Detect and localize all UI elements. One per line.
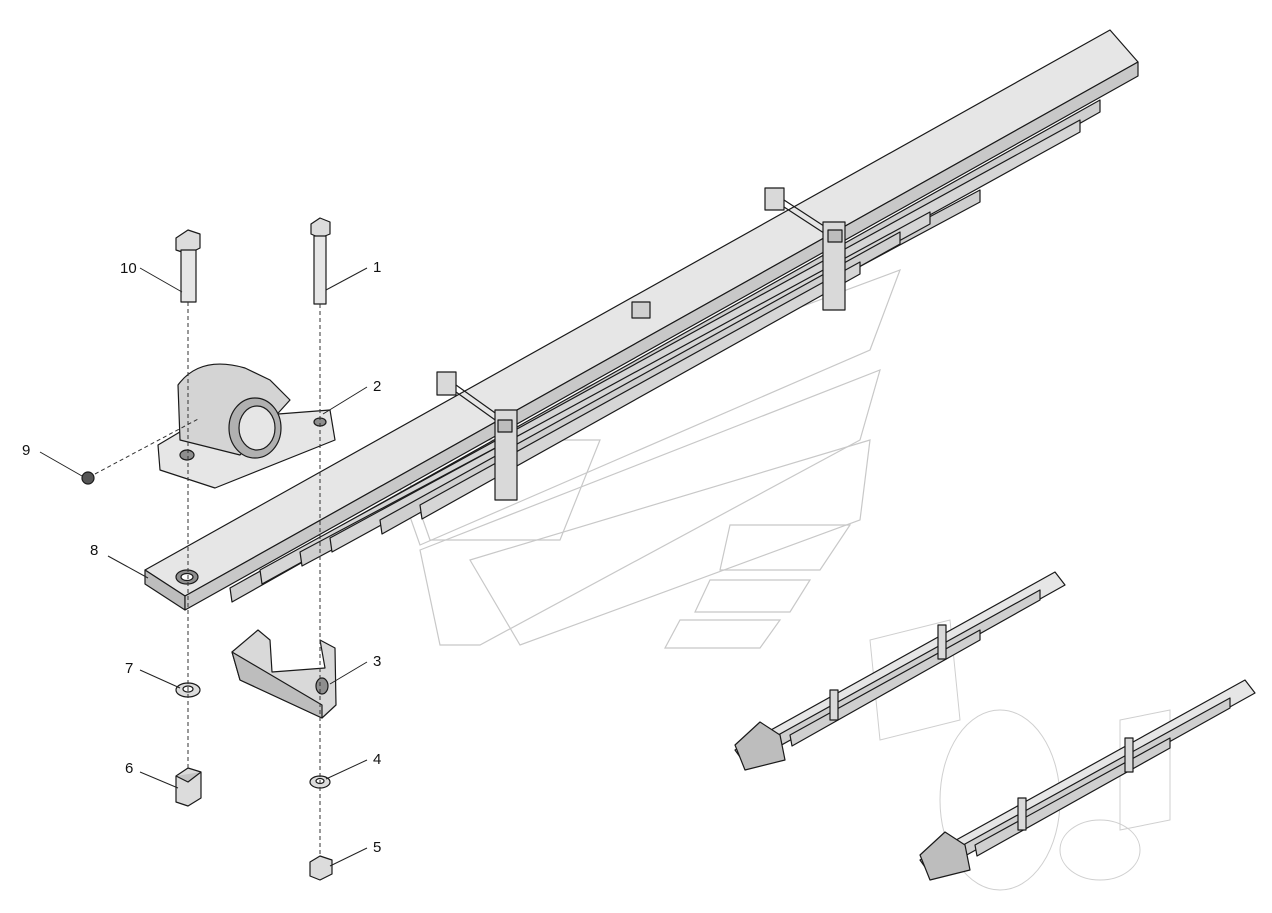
- bolt-10: [175, 229, 201, 303]
- inset-spring-upper: [734, 571, 1066, 771]
- spring-clamp-front: [436, 371, 518, 501]
- callout-6: 6: [125, 760, 133, 777]
- callout-7: 7: [125, 660, 133, 677]
- center-bolt-icon: [631, 301, 651, 319]
- callout-1: 1: [373, 259, 381, 276]
- inset-spring-lower: [919, 679, 1256, 881]
- callout-3: 3: [373, 653, 381, 670]
- nut-6: [175, 767, 202, 807]
- bolt-1: [310, 217, 331, 305]
- clamp-plate-3: [231, 629, 337, 719]
- callout-5: 5: [373, 839, 381, 856]
- assembly-lines: [94, 302, 321, 856]
- callout-9: 9: [22, 442, 30, 459]
- leader-lines: [39, 267, 368, 867]
- callout-labels: 10 1 2 9 8 3 7 4 6 5: [22, 259, 381, 856]
- nut-5: [309, 855, 333, 881]
- callout-4: 4: [373, 751, 381, 768]
- leaf-spring: [144, 29, 1139, 611]
- callout-2: 2: [373, 378, 381, 395]
- callout-10: 10: [120, 260, 137, 277]
- grease-fitting-9: [81, 471, 95, 485]
- spring-bracket-2: [157, 363, 336, 489]
- spring-clamp-rear: [764, 187, 846, 311]
- callout-8: 8: [90, 542, 98, 559]
